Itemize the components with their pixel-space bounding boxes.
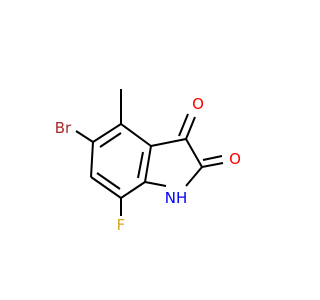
atom-nh: NH (165, 189, 188, 207)
bond-c2-o2-second (202, 155, 223, 161)
bond-c7-c6-inner (96, 172, 121, 190)
molecule-structure: Br F O O NH (55, 89, 241, 234)
bond-c5-c4 (92, 123, 122, 143)
bond-c3a-c3 (150, 138, 187, 147)
bond-c5-br (75, 130, 94, 143)
bond-c3a-c7a (144, 145, 152, 183)
pyrrole-ring (144, 138, 203, 187)
bond-c6-c5 (90, 141, 94, 178)
bond-c7a-c7 (120, 181, 146, 199)
bond-c2-o2 (201, 162, 224, 168)
bond-c3-o1-second (178, 113, 189, 137)
substituent-bonds (75, 89, 122, 216)
bond-c7-c6 (90, 176, 122, 199)
bond-c3-o1 (185, 116, 196, 140)
bond-n1-c7a (144, 181, 167, 187)
bond-c5-c4-inner (99, 132, 122, 148)
bond-c2-n1 (185, 166, 203, 187)
atom-o-amide: O (229, 150, 241, 168)
atom-br: Br (55, 119, 72, 137)
bond-c3a-c7a-inner (137, 151, 144, 179)
bond-c3-c2 (185, 138, 203, 168)
benzene-ring (90, 123, 152, 199)
carbonyl-bonds (178, 113, 224, 168)
bond-c4-c3a (120, 123, 152, 147)
atom-o-ketone: O (192, 95, 204, 113)
atom-f: F (117, 216, 126, 234)
